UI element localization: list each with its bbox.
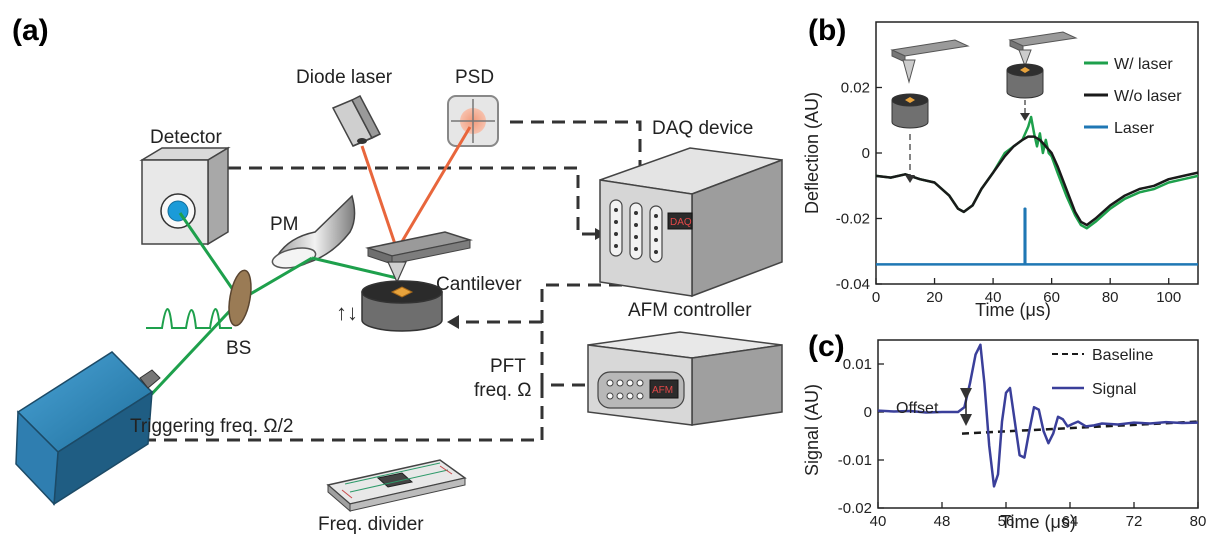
panel-c-ytick-label-3: 0.01 (843, 356, 872, 373)
panel-a-label: (a) (12, 14, 49, 47)
panel-b-xtick-label-2: 40 (985, 289, 1002, 306)
pulse-train (146, 308, 232, 329)
panel-c-ytick-label-0: -0.02 (838, 500, 872, 517)
afm-controller-label: AFM controller (628, 300, 752, 321)
sample-arrowhead (447, 315, 459, 329)
panel-b-xtick-label-0: 0 (872, 289, 880, 306)
daq-screen (667, 212, 693, 230)
legend-label-laser: Laser (1114, 120, 1155, 137)
panel-b-label: (b) (808, 14, 846, 47)
panel-b-series-w-o-laser (875, 135, 1199, 227)
panel-a: (a) Diode laser PSD (12, 14, 783, 535)
inset-cantilever-contact (1006, 31, 1078, 121)
panel-b-xtick-label-3: 60 (1043, 289, 1060, 306)
laser-beam-out (395, 126, 472, 251)
detector-to-daq-line (228, 166, 598, 236)
psd-label: PSD (455, 67, 494, 88)
bs-label: BS (226, 338, 251, 359)
laser-beams (360, 126, 472, 251)
daq-screen-text: DAQ (670, 217, 692, 228)
panel-b-ytick-label-2: 0 (862, 145, 870, 162)
panel-b-series-laser (876, 207, 1198, 266)
sample-stage (361, 280, 443, 332)
panel-c-ticks: 40 48 56 64 72 80 -0.02 -0.01 0 0.01 (838, 356, 1206, 530)
panel-b-ytick-label-3: 0.02 (841, 80, 870, 97)
panel-c-label: (c) (808, 330, 845, 363)
panel-c-ytick-label-2: 0 (864, 404, 872, 421)
panel-b-series (875, 115, 1199, 266)
panel-c-ylabel: Signal (AU) (802, 384, 822, 476)
detector (139, 146, 231, 246)
detector-label: Detector (150, 127, 222, 148)
panel-c-xtick-label-0: 40 (870, 513, 887, 530)
legend-label-baseline: Baseline (1092, 347, 1153, 364)
cantilever-label: Cantilever (436, 274, 522, 295)
panel-b-xtick-label-1: 20 (926, 289, 943, 306)
panel-c-xlabel: Time (μs) (1000, 512, 1076, 532)
panel-b-ticks: 0 20 40 60 80 100 -0.04 -0.02 0 0.02 (836, 80, 1181, 307)
beam-splitter (228, 269, 252, 327)
afm-screen (649, 379, 679, 399)
panel-b-ytick-label-0: -0.04 (836, 276, 870, 293)
cantilever (365, 231, 473, 284)
legend-label-signal: Signal (1092, 381, 1136, 398)
psd-detector (447, 95, 499, 147)
panel-b-ylabel: Deflection (AU) (802, 92, 822, 214)
panel-c-plot-frame (877, 339, 1199, 509)
parabolic-mirror (271, 194, 356, 269)
pft-label-line2: freq. Ω (474, 380, 532, 401)
panel-c-xtick-label-4: 72 (1126, 513, 1143, 530)
daq-device: DAQ (599, 147, 783, 298)
panel-b-xlabel: Time (μs) (975, 300, 1051, 320)
triggering-label: Triggering freq. Ω/2 (130, 416, 293, 437)
panel-c-xtick-label-3: 64 (1062, 513, 1079, 530)
afm-to-daq-line (540, 258, 660, 387)
diode-laser (331, 95, 382, 147)
panel-b-legend: W/ laser W/o laser Laser (1084, 56, 1182, 137)
daq-device-label: DAQ device (652, 118, 753, 139)
legend-label-wo-laser: W/o laser (1114, 88, 1182, 105)
panel-b-xtick-label-5: 100 (1156, 289, 1181, 306)
panel-c-ytick-label-1: -0.01 (838, 452, 872, 469)
panel-c-xtick-label-2: 56 (998, 513, 1015, 530)
panel-c-xtick-label-1: 48 (934, 513, 951, 530)
inset-cantilever-far (890, 39, 970, 183)
afm-screen-text: AFM (652, 385, 673, 396)
legend-label-w-laser: W/ laser (1114, 56, 1173, 73)
panel-b-xtick-label-4: 80 (1102, 289, 1119, 306)
pulsed-laser (15, 351, 161, 506)
green-beams (146, 212, 398, 400)
daq-connector-columns (609, 199, 663, 263)
pm-label: PM (270, 214, 299, 235)
panel-c-xtick-label-5: 80 (1190, 513, 1206, 530)
offset-annotation: Offset (896, 388, 972, 426)
panel-c: (c) 40 48 56 64 72 80 -0.02 -0.01 0 0.01 Baseline… (802, 330, 1206, 532)
freq-divider-label: Freq. divider (318, 514, 424, 535)
panel-b: (b) 0 20 40 60 80 100 -0.04 -0.02 0 0.02 (802, 14, 1199, 320)
panel-b-ytick-label-1: -0.02 (836, 211, 870, 228)
frequency-divider (326, 459, 467, 513)
laser-beam-in (360, 145, 399, 251)
pft-label-line1: PFT (490, 356, 526, 377)
panel-c-legend: Baseline Signal (1052, 347, 1153, 398)
stage-motion-arrows: ↑↓ (336, 300, 358, 325)
diode-laser-label: Diode laser (296, 67, 393, 88)
afm-controller: AFM (587, 331, 783, 426)
offset-label: Offset (896, 400, 939, 417)
divider-trigger-line (128, 385, 544, 442)
